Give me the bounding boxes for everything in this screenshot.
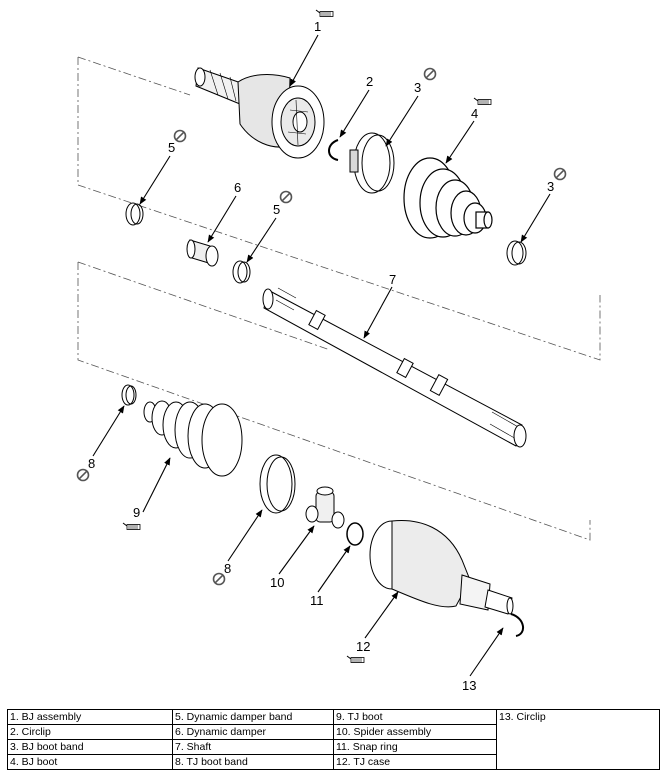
legend-cell: 1. BJ assembly [7, 709, 173, 725]
legend-cell: 4. BJ boot [7, 754, 173, 770]
grease-tube-icon [473, 97, 492, 105]
callout-1: 1 [314, 19, 321, 34]
tj-boot [143, 400, 243, 477]
legend-cell: 3. BJ boot band [7, 739, 173, 755]
callout-2: 2 [366, 74, 373, 89]
callout-5: 5 [273, 202, 280, 217]
spider-assembly [305, 486, 345, 529]
damper-band-right [232, 260, 251, 284]
bj-circlip [328, 139, 339, 161]
callout-8: 8 [88, 456, 95, 471]
prohibited-circle-icon [76, 468, 90, 482]
legend-cell: 12. TJ case [333, 754, 497, 770]
bj-boot-band-small [506, 240, 527, 266]
callout-9: 9 [133, 505, 140, 520]
callout-5: 5 [168, 140, 175, 155]
callout-3: 3 [414, 80, 421, 95]
callout-labels: 1 2 3 4 3 5 6 5 7 8 9 8 10 11 12 13 [88, 19, 554, 693]
legend-row: 2. Circlip 6. Dynamic damper 10. Spider … [7, 724, 660, 740]
callout-6: 6 [234, 180, 241, 195]
exploded-driveshaft-diagram: 1 2 3 4 3 5 6 5 7 8 9 8 10 11 12 13 [76, 9, 601, 693]
callout-4: 4 [471, 106, 478, 121]
damper-band-left [125, 202, 144, 226]
legend-cell: 13. Circlip [496, 709, 660, 770]
prohibited-circle-icon [212, 572, 226, 586]
tj-boot-band-large [259, 454, 296, 514]
shaft [262, 287, 527, 448]
leader-arrows [92, 34, 551, 677]
legend-cell: 2. Circlip [7, 724, 173, 740]
snap-ring [346, 522, 364, 546]
bj-boot [403, 157, 493, 239]
prohibited-circle-icon [279, 190, 293, 204]
lower-guide-frame [77, 261, 591, 541]
dynamic-damper [186, 239, 219, 267]
legend-cell: 9. TJ boot [333, 709, 497, 725]
callout-12: 12 [356, 639, 370, 654]
tj-case [369, 519, 514, 615]
grease-tube-icon [315, 9, 334, 17]
tj-circlip [510, 613, 524, 637]
parts-legend-table: 1. BJ assembly 5. Dynamic damper band 9.… [7, 709, 660, 770]
bj-boot-band-large [349, 132, 395, 194]
callout-7: 7 [389, 272, 396, 287]
grease-tube-icon [122, 522, 141, 530]
callout-3: 3 [547, 179, 554, 194]
legend-cell: 8. TJ boot band [172, 754, 334, 770]
prohibited-circle-icon [553, 167, 567, 181]
upper-guide-frame [77, 56, 601, 361]
grease-tube-icon [346, 655, 365, 663]
legend-cell: 5. Dynamic damper band [172, 709, 334, 725]
callout-10: 10 [270, 575, 284, 590]
callout-13: 13 [462, 678, 476, 693]
tj-boot-band-small [121, 384, 137, 406]
legend-row: 3. BJ boot band 7. Shaft 11. Snap ring [7, 739, 660, 755]
legend-cell: 11. Snap ring [333, 739, 497, 755]
legend-cell: 7. Shaft [172, 739, 334, 755]
bj-assembly [194, 67, 325, 159]
prohibited-circle-icon [423, 67, 437, 81]
legend-cell: 10. Spider assembly [333, 724, 497, 740]
callout-11: 11 [310, 593, 324, 608]
prohibited-circle-icon [173, 129, 187, 143]
callout-8: 8 [224, 561, 231, 576]
legend-cell: 6. Dynamic damper [172, 724, 334, 740]
legend-row: 1. BJ assembly 5. Dynamic damper band 9.… [7, 709, 660, 770]
legend-row: 4. BJ boot 8. TJ boot band 12. TJ case [7, 754, 660, 770]
